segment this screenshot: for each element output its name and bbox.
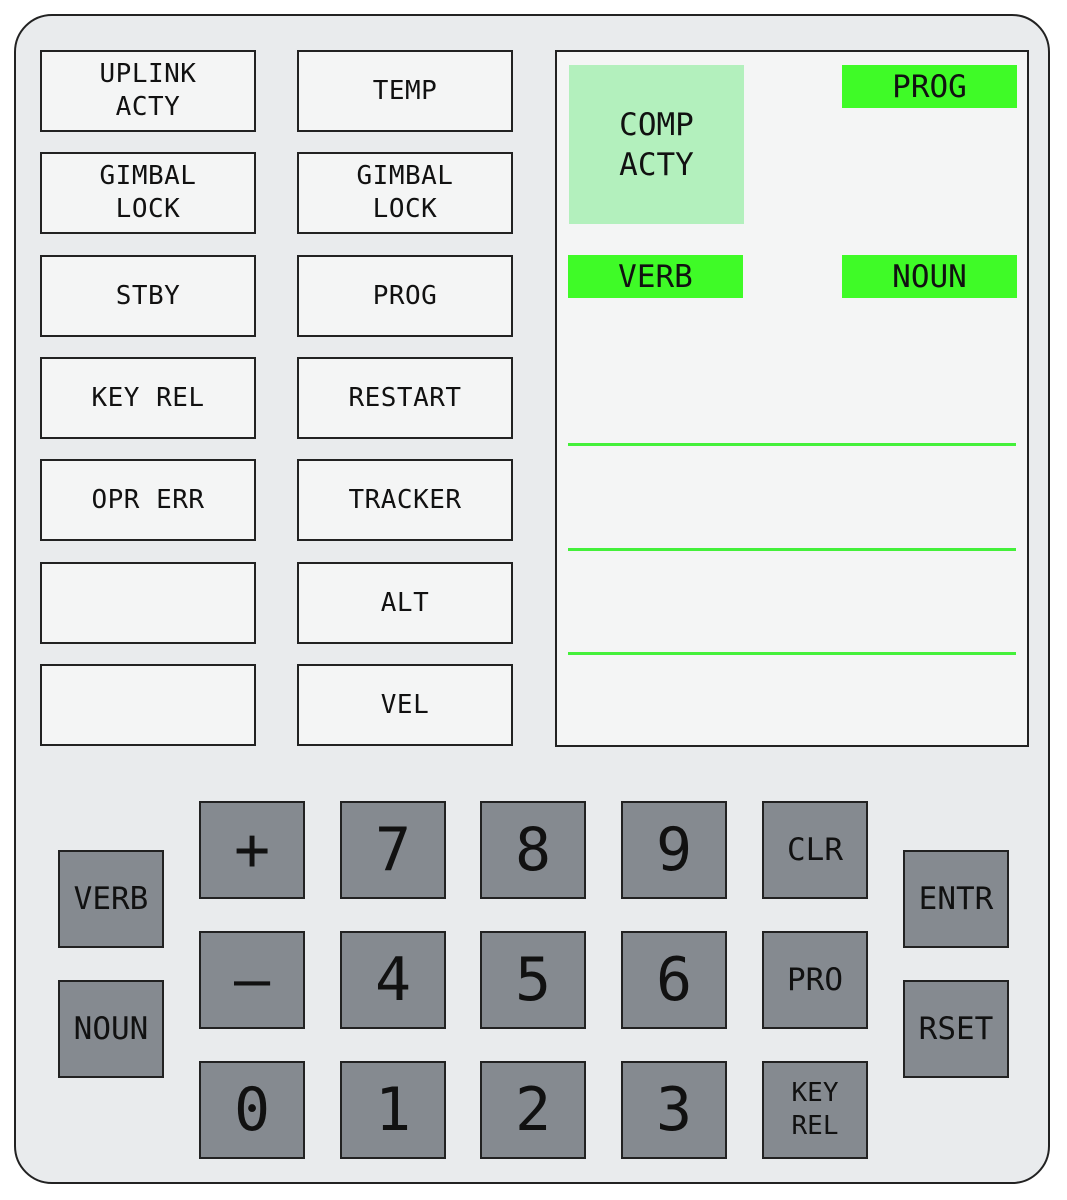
register-divider-1 <box>568 443 1016 446</box>
lamp-blank-1 <box>40 562 256 644</box>
lamp-prog: PROG <box>297 255 513 337</box>
comp-acty-indicator: COMP ACTY <box>569 65 744 224</box>
lamp-restart: RESTART <box>297 357 513 439</box>
lamp-temp: TEMP <box>297 50 513 132</box>
lamp-vel: VEL <box>297 664 513 746</box>
register-divider-2 <box>568 548 1016 551</box>
rset-key[interactable]: RSET <box>903 980 1009 1078</box>
key-rel-key[interactable]: KEY REL <box>762 1061 868 1159</box>
prog-label: PROG <box>842 65 1017 108</box>
lamp-stby: STBY <box>40 255 256 337</box>
lamp-alt: ALT <box>297 562 513 644</box>
entr-key[interactable]: ENTR <box>903 850 1009 948</box>
plus-key[interactable]: + <box>199 801 305 899</box>
digit-1-key[interactable]: 1 <box>340 1061 446 1159</box>
verb-label: VERB <box>568 255 743 298</box>
digit-0-key[interactable]: 0 <box>199 1061 305 1159</box>
digit-7-key[interactable]: 7 <box>340 801 446 899</box>
lamp-opr-err: OPR ERR <box>40 459 256 541</box>
digit-4-key[interactable]: 4 <box>340 931 446 1029</box>
noun-label: NOUN <box>842 255 1017 298</box>
clr-key[interactable]: CLR <box>762 801 868 899</box>
lamp-tracker: TRACKER <box>297 459 513 541</box>
noun-key[interactable]: NOUN <box>58 980 164 1078</box>
minus-key[interactable]: – <box>199 931 305 1029</box>
lamp-blank-2 <box>40 664 256 746</box>
register-divider-3 <box>568 652 1016 655</box>
verb-key[interactable]: VERB <box>58 850 164 948</box>
lamp-uplink-acty: UPLINK ACTY <box>40 50 256 132</box>
lamp-key-rel: KEY REL <box>40 357 256 439</box>
digit-2-key[interactable]: 2 <box>480 1061 586 1159</box>
lamp-gimbal-lock-right: GIMBAL LOCK <box>297 152 513 234</box>
digit-6-key[interactable]: 6 <box>621 931 727 1029</box>
digit-9-key[interactable]: 9 <box>621 801 727 899</box>
lamp-gimbal-lock-left: GIMBAL LOCK <box>40 152 256 234</box>
digit-3-key[interactable]: 3 <box>621 1061 727 1159</box>
pro-key[interactable]: PRO <box>762 931 868 1029</box>
digit-8-key[interactable]: 8 <box>480 801 586 899</box>
digit-5-key[interactable]: 5 <box>480 931 586 1029</box>
